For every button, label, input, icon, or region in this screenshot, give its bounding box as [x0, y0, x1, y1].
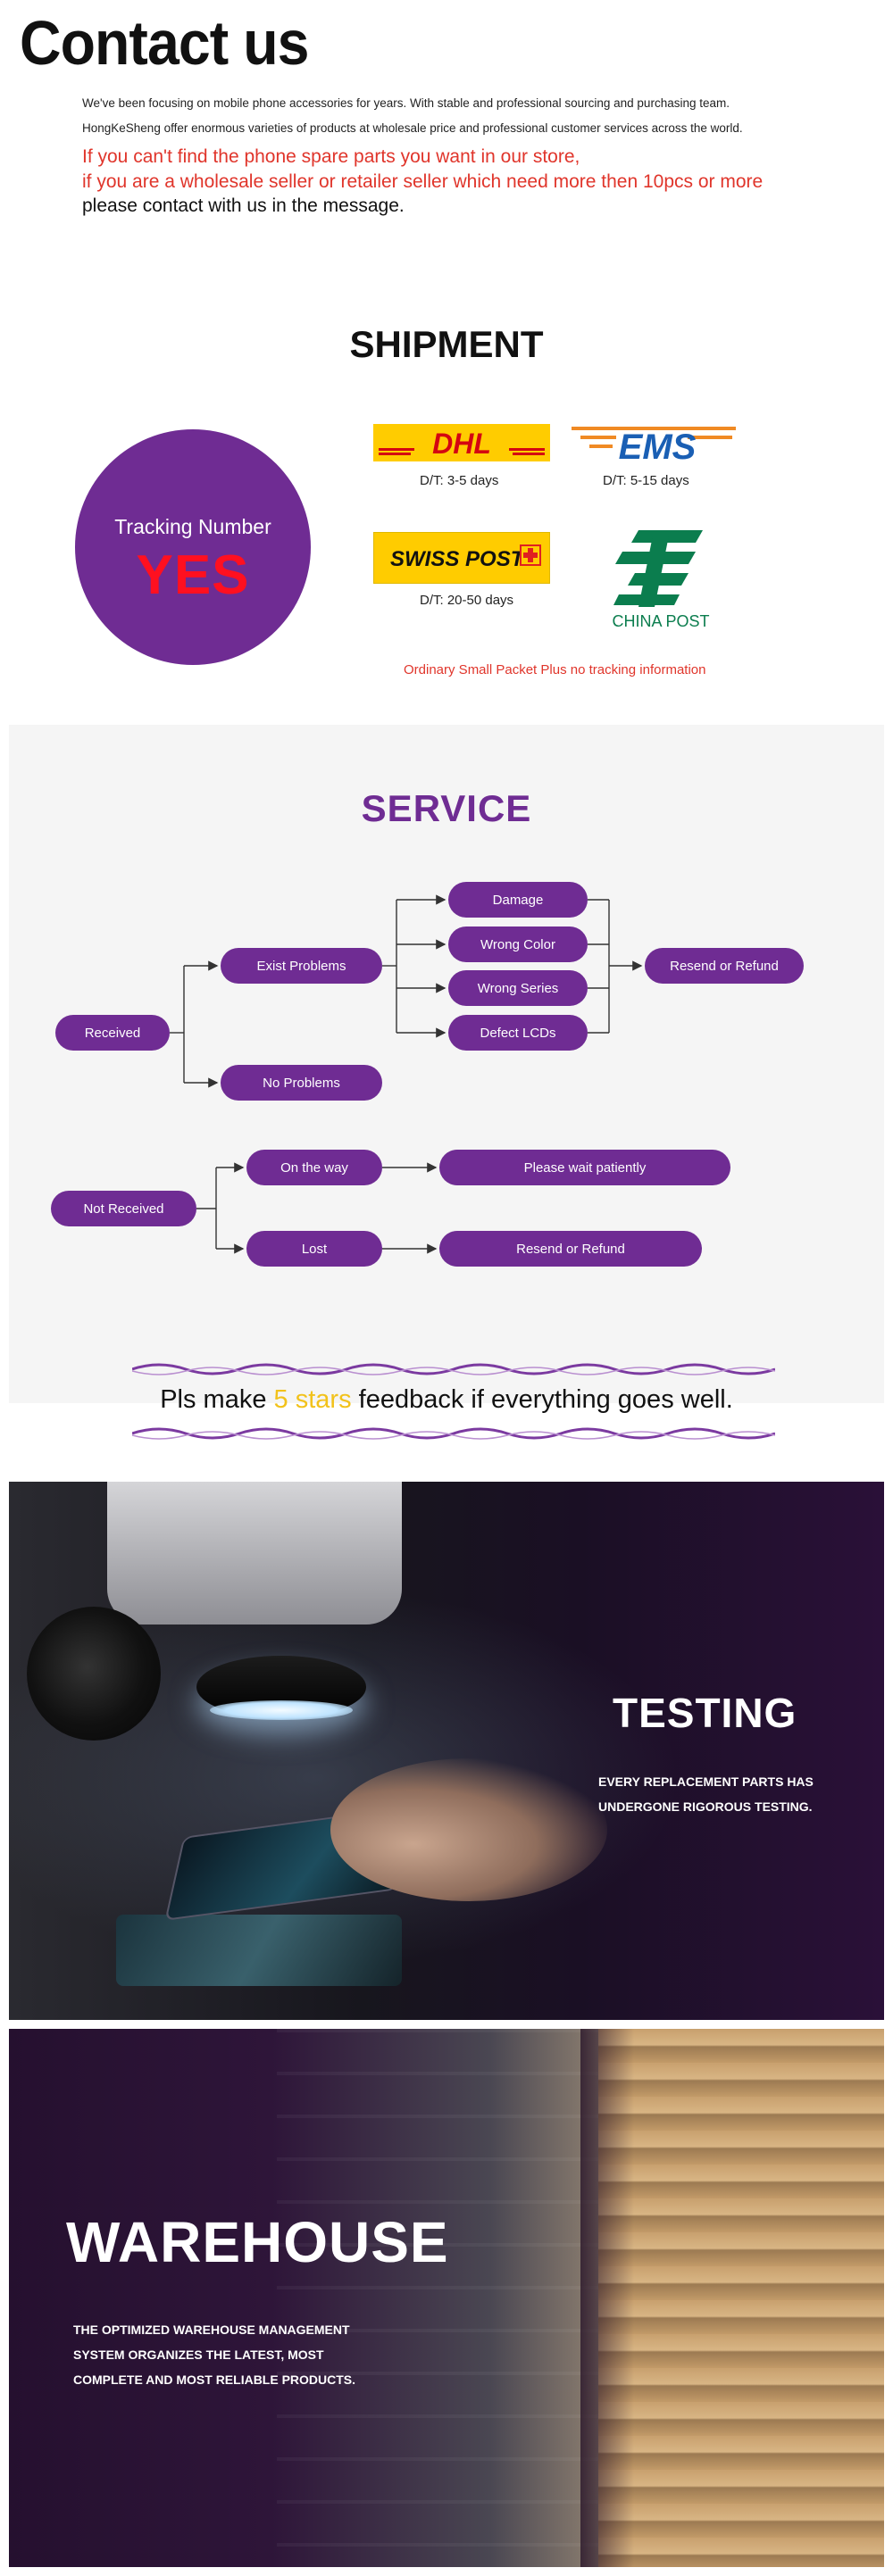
contact-section: Contact us We've been focusing on mobile…	[0, 0, 893, 268]
warehouse-subtitle-line-3: COMPLETE AND MOST RELIABLE PRODUCTS.	[73, 2372, 356, 2387]
feedback-stars: 5 stars	[273, 1385, 352, 1414]
exist-problems-node: Exist Problems	[221, 948, 382, 984]
testing-subtitle: EVERY REPLACEMENT PARTS HAS UNDERGONE RI…	[598, 1769, 848, 1819]
ring-light-glow	[210, 1700, 353, 1720]
warehouse-subtitle: THE OPTIMIZED WAREHOUSE MANAGEMENT SYSTE…	[73, 2317, 395, 2392]
warehouse-subtitle-line-2: SYSTEM ORGANIZES THE LATEST, MOST	[73, 2347, 324, 2362]
contact-intro-line-2: HongKeSheng offer enormous varieties of …	[82, 121, 743, 135]
wait-patiently-node: Please wait patiently	[439, 1150, 730, 1185]
testing-banner: TESTING EVERY REPLACEMENT PARTS HAS UNDE…	[9, 1482, 884, 2020]
warehouse-shelves-illustration	[277, 2029, 598, 2567]
decorative-wave-bottom	[132, 1427, 775, 1440]
dhl-delivery-time: D/T: 3-5 days	[420, 473, 499, 488]
problem-damage-node: Damage	[448, 882, 588, 918]
contact-title: Contact us	[20, 8, 309, 78]
microscope-lens-illustration	[27, 1607, 161, 1741]
warehouse-subtitle-line-1: THE OPTIMIZED WAREHOUSE MANAGEMENT	[73, 2323, 350, 2337]
resend-refund-node: Resend or Refund	[645, 948, 804, 984]
svg-text:DHL: DHL	[432, 428, 491, 460]
svg-text:CHINA POST: CHINA POST	[612, 612, 709, 630]
on-the-way-node: On the way	[246, 1150, 382, 1185]
service-section: SERVICE	[9, 725, 884, 1403]
ems-delivery-time: D/T: 5-15 days	[603, 473, 689, 488]
no-problems-node: No Problems	[221, 1065, 382, 1101]
contact-message-line: please contact with us in the message.	[82, 195, 405, 216]
cardboard-boxes-illustration	[598, 2029, 884, 2567]
feedback-before: Pls make	[160, 1385, 274, 1414]
not-received-node: Not Received	[51, 1191, 196, 1226]
dhl-logo: DHL	[373, 424, 550, 461]
problem-wrong-series-node: Wrong Series	[448, 970, 588, 1006]
service-title: SERVICE	[361, 787, 532, 829]
warehouse-banner: WAREHOUSE THE OPTIMIZED WAREHOUSE MANAGE…	[9, 2029, 884, 2567]
hand-illustration	[330, 1758, 607, 1901]
tracking-value: YES	[136, 544, 250, 606]
service-flow-connectors	[170, 894, 643, 1254]
contact-intro-line-1: We've been focusing on mobile phone acce…	[82, 96, 730, 110]
china-post-logo: CHINA POST	[603, 527, 719, 632]
svg-text:EMS: EMS	[619, 428, 697, 464]
shipment-section: SHIPMENT Tracking Number YES DHL D/T: 3-…	[0, 303, 893, 687]
testing-subtitle-line-2: UNDERGONE RIGOROUS TESTING.	[598, 1799, 813, 1814]
lost-resend-refund-node: Resend or Refund	[439, 1231, 702, 1267]
microscope-illustration	[107, 1482, 402, 1625]
decorative-wave-top	[132, 1363, 775, 1375]
svg-text:SWISS POST: SWISS POST	[390, 547, 526, 571]
received-node: Received	[55, 1015, 170, 1051]
testing-title: TESTING	[613, 1690, 797, 1736]
contact-highlight-line-1: If you can't find the phone spare parts …	[82, 146, 580, 167]
shipment-note: Ordinary Small Packet Plus no tracking i…	[404, 662, 706, 677]
problem-wrong-color-node: Wrong Color	[448, 927, 588, 962]
tracking-label: Tracking Number	[114, 515, 271, 538]
tracking-badge: Tracking Number YES	[75, 429, 311, 665]
swiss-post-logo: SWISS POST	[373, 532, 550, 584]
problem-defect-lcds-node: Defect LCDs	[448, 1015, 588, 1051]
warehouse-title: WAREHOUSE	[66, 2210, 449, 2274]
feedback-after: feedback if everything goes well.	[351, 1385, 733, 1414]
lcd-panel-illustration	[116, 1915, 402, 1986]
lost-node: Lost	[246, 1231, 382, 1267]
boxes-shadow	[580, 2029, 634, 2567]
feedback-section: Pls make 5 stars feedback if everything …	[0, 1350, 893, 1457]
contact-highlight-line-2: if you are a wholesale seller or retaile…	[82, 171, 764, 192]
swiss-post-delivery-time: D/T: 20-50 days	[420, 593, 514, 608]
feedback-message: Pls make 5 stars feedback if everything …	[0, 1385, 893, 1415]
shipment-title: SHIPMENT	[349, 323, 544, 365]
testing-subtitle-line-1: EVERY REPLACEMENT PARTS HAS	[598, 1774, 814, 1789]
ems-logo: EMS	[572, 421, 736, 467]
